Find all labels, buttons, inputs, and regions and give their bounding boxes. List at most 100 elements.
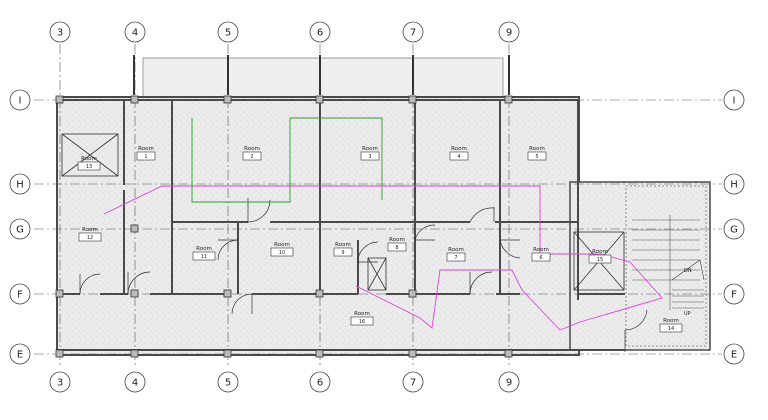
room-number: 6 <box>539 255 542 261</box>
grid-bubble-6-bottom: 6 <box>309 371 331 393</box>
grid-bubble-9-bottom: 9 <box>498 371 520 393</box>
grid-bubble-6-top: 6 <box>309 21 331 43</box>
grid-bubble-3-bottom: 3 <box>49 371 71 393</box>
room-name: Room <box>448 247 464 253</box>
room-number: 14 <box>668 326 674 332</box>
room-name: Room <box>274 242 290 248</box>
room-tag-10: Room 10 <box>270 242 294 257</box>
room-tag-7: Room 7 <box>446 247 466 262</box>
room-number: 5 <box>535 154 538 160</box>
room-name: Room <box>451 146 467 152</box>
grid-bubble-F-left: F <box>9 283 31 305</box>
grid-bubble-E-left: E <box>9 343 31 365</box>
room-tag-16: Room 16 <box>350 311 374 326</box>
path-magenta <box>103 185 663 331</box>
grid-label: 5 <box>225 378 231 389</box>
room-number: 15 <box>597 257 603 263</box>
room-name: Room <box>362 146 378 152</box>
stair-up-label: UP <box>684 311 691 317</box>
grid-bubble-9-top: 9 <box>498 21 520 43</box>
grid-bubble-H-right: H <box>723 173 745 195</box>
grid-label: 5 <box>225 28 231 39</box>
grid-label: E <box>17 350 23 361</box>
room-name: Room <box>354 311 370 317</box>
grid-bubble-4-bottom: 4 <box>124 371 146 393</box>
room-number: 16 <box>359 319 365 325</box>
room-name: Room <box>196 246 212 252</box>
elevator-small <box>367 257 387 291</box>
stair-tower-inner <box>625 185 707 347</box>
grid-bubble-H-left: H <box>9 173 31 195</box>
room-tag-12: Room 12 <box>78 227 102 242</box>
grid-label: 6 <box>317 378 323 389</box>
path-green <box>191 117 383 203</box>
room-number: 13 <box>86 164 92 170</box>
grid-label: I <box>733 96 736 107</box>
interior-walls <box>57 99 625 351</box>
stair-down-label: DN <box>684 268 692 274</box>
grid-bubble-3-top: 3 <box>49 21 71 43</box>
floor-slab <box>56 96 580 356</box>
room-number: 11 <box>201 254 207 260</box>
room-number: 9 <box>341 250 344 256</box>
room-name: Room <box>244 146 260 152</box>
room-name: Room <box>529 146 545 152</box>
grid-label: F <box>731 290 737 301</box>
grid-label: G <box>730 225 738 236</box>
room-tag-6: Room 6 <box>531 247 551 262</box>
grid-bubble-4-top: 4 <box>124 21 146 43</box>
roof-posts <box>133 55 510 95</box>
grid-label: 6 <box>317 28 323 39</box>
room-number: 3 <box>368 154 371 160</box>
room-tag-11: Room 11 <box>192 246 216 261</box>
grid-bubble-7-bottom: 7 <box>402 371 424 393</box>
grid-bubble-I-right: I <box>723 89 745 111</box>
grid-label: F <box>17 290 23 301</box>
elevator-shaft-13 <box>61 133 119 177</box>
room-name: Room <box>533 247 549 253</box>
room-number: 1 <box>144 154 147 160</box>
room-name: Room <box>138 146 154 152</box>
room-name: Room <box>81 156 97 162</box>
grid-bubble-I-left: I <box>9 89 31 111</box>
grid-label: 9 <box>506 28 512 39</box>
room-number: 12 <box>87 235 93 241</box>
grid-label: H <box>16 180 24 191</box>
room-number: 4 <box>457 154 460 160</box>
grid-bubble-5-top: 5 <box>217 21 239 43</box>
grid-label: G <box>16 225 24 236</box>
grid-label: 3 <box>57 28 63 39</box>
room-name: Room <box>592 249 608 255</box>
structural-columns <box>55 95 513 358</box>
grid-bubble-5-bottom: 5 <box>217 371 239 393</box>
stair-treads <box>632 215 705 310</box>
room-name: Room <box>335 242 351 248</box>
room-name: Room <box>82 227 98 233</box>
room-name: Room <box>663 318 679 324</box>
room-name: Room <box>389 237 405 243</box>
room-number: 7 <box>454 255 457 261</box>
room-tags: Room1Room2Room3Room4Room5Room6Room7Room8… <box>77 146 683 333</box>
room-tag-9: Room 9 <box>333 242 353 257</box>
grid-label: 7 <box>410 28 416 39</box>
room-number: 10 <box>279 250 285 256</box>
grid-label: E <box>731 350 737 361</box>
grid-label: 4 <box>132 378 138 389</box>
room-tag-8: Room 8 <box>387 237 407 252</box>
room-tag-15: Room 15 <box>588 249 612 264</box>
room-tag-2: Room 2 <box>242 146 262 161</box>
room-number: 8 <box>395 245 398 251</box>
grid-bubble-7-top: 7 <box>402 21 424 43</box>
grid-bubble-G-right: G <box>723 218 745 240</box>
grid-label: 3 <box>57 378 63 389</box>
grid-label: H <box>730 180 738 191</box>
grid-label: 4 <box>132 28 138 39</box>
roof-area <box>142 57 504 99</box>
room-tag-14: Room 14 <box>659 318 683 333</box>
room-tag-4: Room 4 <box>449 146 469 161</box>
room-tag-3: Room 3 <box>360 146 380 161</box>
room-number: 2 <box>250 154 253 160</box>
grid-bubble-E-right: E <box>723 343 745 365</box>
